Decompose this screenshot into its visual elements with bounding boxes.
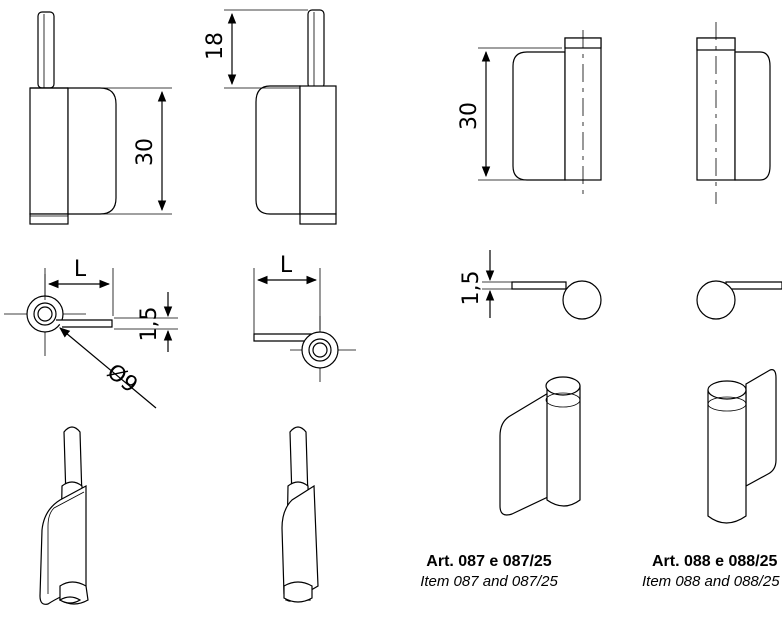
leaf-length-dimension-left: L xyxy=(44,257,114,316)
height-label-right: 30 xyxy=(457,102,482,130)
hinge-iso-view-second xyxy=(281,426,319,603)
caption-article-088: Art. 088 e 088/25 xyxy=(652,553,778,570)
pin-height-dimension: 18 xyxy=(203,9,308,89)
leaf-length-label-left: L xyxy=(74,257,87,282)
height-dimension-right: 30 xyxy=(457,47,562,181)
leaf-length-dimension-second: L xyxy=(253,253,321,334)
caption-art-087: Art. 087 e 087/25 Item 087 and 087/25 xyxy=(420,553,558,590)
hinge-front-view-left xyxy=(29,11,117,225)
hinge-iso-view-left xyxy=(39,426,89,605)
hinge-iso-view-fourth xyxy=(707,369,777,524)
thickness-label-right: 1,5 xyxy=(459,271,484,306)
caption-item-087: Item 087 and 087/25 xyxy=(420,573,558,590)
thickness-dimension-right: 1,5 xyxy=(459,250,512,318)
caption-article-087: Art. 087 e 087/25 xyxy=(426,553,552,570)
caption-art-088: Art. 088 e 088/25 Item 088 and 088/25 xyxy=(642,553,780,590)
caption-item-088: Item 088 and 088/25 xyxy=(642,573,780,590)
leaf-length-label-second: L xyxy=(280,253,293,278)
thickness-label-left: 1,5 xyxy=(137,307,162,342)
height-label-left: 30 xyxy=(133,138,158,166)
height-dimension-left: 30 xyxy=(100,87,172,215)
pin-height-label: 18 xyxy=(203,32,228,60)
thickness-dimension-left: 1,5 xyxy=(132,292,178,352)
hinge-top-view-third xyxy=(511,280,602,320)
diameter-label: Ø9 xyxy=(102,359,142,398)
hinge-front-view-fourth xyxy=(696,22,771,204)
hinge-front-view-second xyxy=(255,9,337,225)
hinge-top-view-fourth xyxy=(696,280,782,320)
hinge-top-view-second xyxy=(253,316,356,382)
hinge-iso-view-third xyxy=(499,376,581,516)
hinge-front-view-third xyxy=(512,30,602,200)
